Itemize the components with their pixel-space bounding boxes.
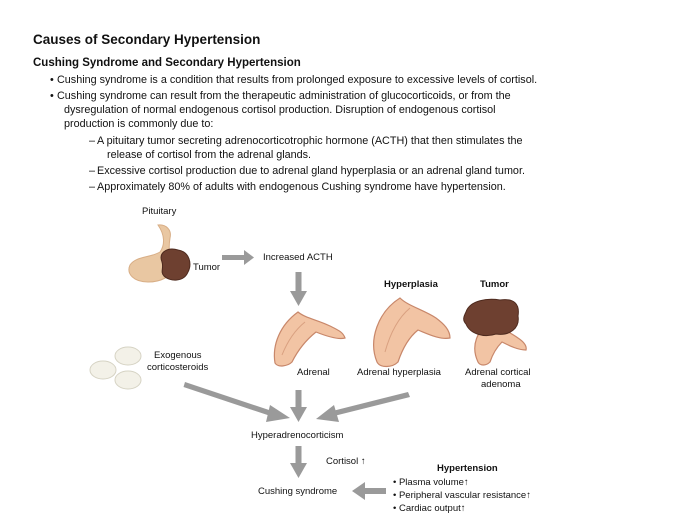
sub-bullet-line: Approximately 80% of adults with endogen… bbox=[97, 181, 506, 193]
hypertension-item: • Peripheral vascular resistance↑ bbox=[393, 490, 531, 501]
section-heading: Cushing Syndrome and Secondary Hypertens… bbox=[33, 57, 301, 69]
bullet-line: production is commonly due to: bbox=[64, 118, 214, 130]
bullet-line: Cushing syndrome can result from the the… bbox=[57, 90, 511, 102]
bullet-item: • Cushing syndrome is a condition that r… bbox=[50, 74, 538, 86]
sub-bullet-item: – Approximately 80% of adults with endog… bbox=[89, 181, 506, 193]
cortisol-label: Cortisol ↑ bbox=[326, 456, 366, 467]
bullet-line: dysregulation of normal endogenous corti… bbox=[64, 104, 496, 116]
bullet-item: • Cushing syndrome can result from the t… bbox=[50, 90, 511, 102]
sub-bullet-line: release of cortisol from the adrenal gla… bbox=[107, 149, 312, 161]
arrow-adrenal-disease-to-hyperadrenocorticism bbox=[316, 392, 410, 422]
corticosteroid-pills-illustration bbox=[89, 346, 142, 390]
arrow-to-acth bbox=[222, 250, 254, 265]
sub-bullet-item: – Excessive cortisol production due to a… bbox=[89, 165, 525, 177]
hyperplasia-heading: Hyperplasia bbox=[384, 279, 438, 290]
arrow-to-cushing-syndrome bbox=[290, 446, 307, 478]
arrow-acth-to-adrenal bbox=[290, 272, 307, 306]
sub-bullet-line: Excessive cortisol production due to adr… bbox=[97, 165, 525, 177]
hypertension-item: • Plasma volume↑ bbox=[393, 477, 469, 488]
tumor-heading: Tumor bbox=[480, 279, 509, 290]
sub-bullet-item: – A pituitary tumor secreting adrenocort… bbox=[89, 135, 523, 147]
corticosteroids-label: corticosteroids bbox=[147, 362, 209, 373]
sub-bullet-line: A pituitary tumor secreting adrenocortic… bbox=[97, 135, 523, 147]
adrenal-adenoma-illustration bbox=[463, 298, 527, 366]
hypertension-list: • Plasma volume↑ • Peripheral vascular r… bbox=[393, 476, 531, 515]
arrow-hypertension-to-cushing bbox=[352, 482, 386, 500]
adrenal-hyperplasia-label: Adrenal hyperplasia bbox=[357, 367, 441, 378]
adenoma-label: adenoma bbox=[481, 379, 521, 390]
exogenous-label: Exogenous bbox=[154, 350, 202, 361]
hypertension-heading: Hypertension bbox=[437, 463, 498, 474]
cushing-syndrome-label: Cushing syndrome bbox=[258, 486, 338, 497]
pituitary-label: Pituitary bbox=[142, 206, 177, 217]
arrow-adrenal-to-hyperadrenocorticism bbox=[290, 390, 307, 422]
page-title: Causes of Secondary Hypertension bbox=[33, 32, 261, 47]
adrenal-label: Adrenal bbox=[297, 367, 330, 378]
adrenal-hyperplasia-illustration bbox=[373, 297, 451, 368]
bullet-line: Cushing syndrome is a condition that res… bbox=[57, 74, 538, 86]
pituitary-tumor-illustration bbox=[160, 248, 191, 281]
hyperadrenocorticism-label: Hyperadrenocorticism bbox=[251, 430, 344, 441]
pituitary-tumor-label: Tumor bbox=[193, 262, 221, 273]
arrow-exogenous-to-hyperadrenocorticism bbox=[183, 382, 290, 422]
adrenal-gland-illustration bbox=[273, 311, 346, 367]
adrenal-cortical-label: Adrenal cortical bbox=[465, 367, 531, 378]
hypertension-item: • Cardiac output↑ bbox=[393, 503, 466, 514]
increased-acth-label: Increased ACTH bbox=[263, 252, 333, 263]
